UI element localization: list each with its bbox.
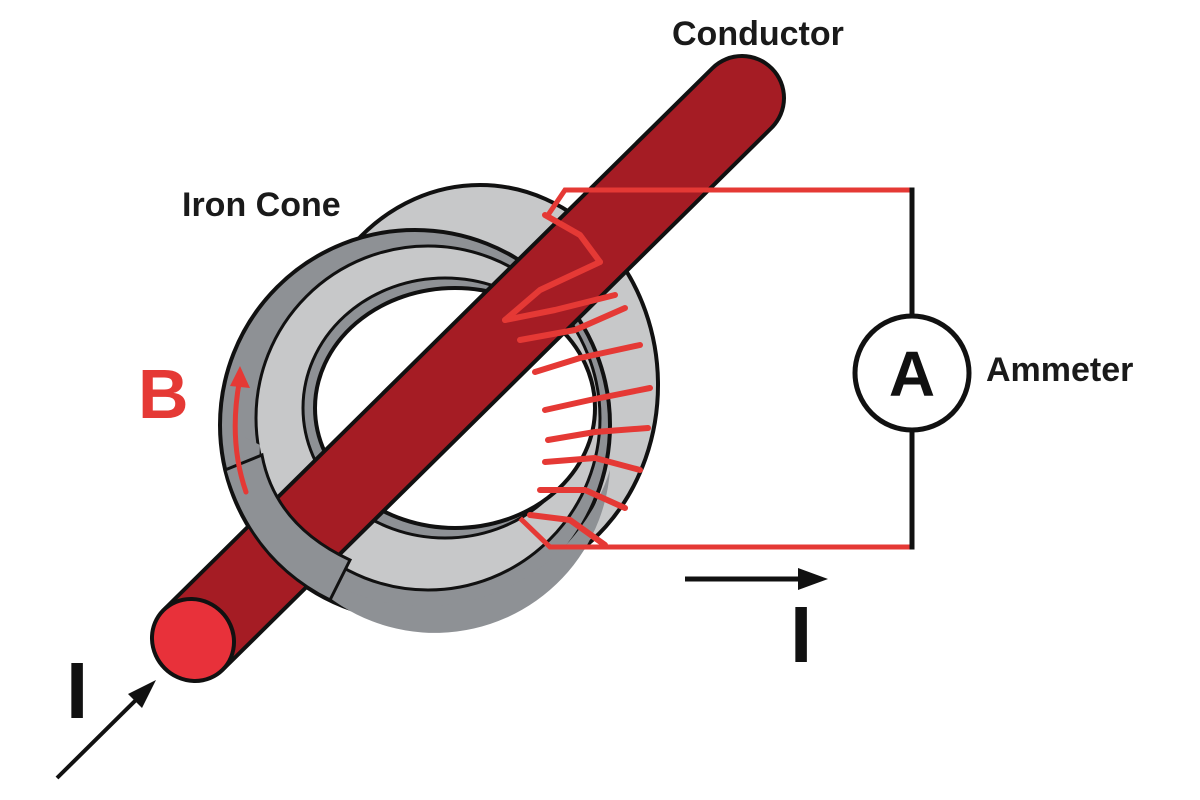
bottom-wire bbox=[518, 516, 915, 550]
current-arrow-out bbox=[685, 568, 828, 590]
conductor-end-cap bbox=[149, 596, 237, 684]
secondary-winding bbox=[502, 212, 653, 548]
ammeter: A bbox=[852, 313, 972, 433]
iron-cone-label: Iron Cone bbox=[182, 186, 341, 224]
ammeter-circle bbox=[852, 313, 972, 433]
current-arrow-in bbox=[55, 680, 156, 780]
ammeter-label: Ammeter bbox=[986, 351, 1133, 389]
ammeter-symbol: A bbox=[889, 338, 935, 410]
current-in-label: I bbox=[66, 646, 88, 735]
current-out-label: I bbox=[790, 590, 812, 679]
conductor-label: Conductor bbox=[672, 15, 844, 53]
circuit-wires bbox=[518, 187, 915, 550]
field-label: B bbox=[138, 355, 189, 433]
field-arrow bbox=[230, 366, 250, 495]
iron-core-overlap bbox=[223, 452, 353, 603]
top-wire bbox=[544, 187, 915, 219]
